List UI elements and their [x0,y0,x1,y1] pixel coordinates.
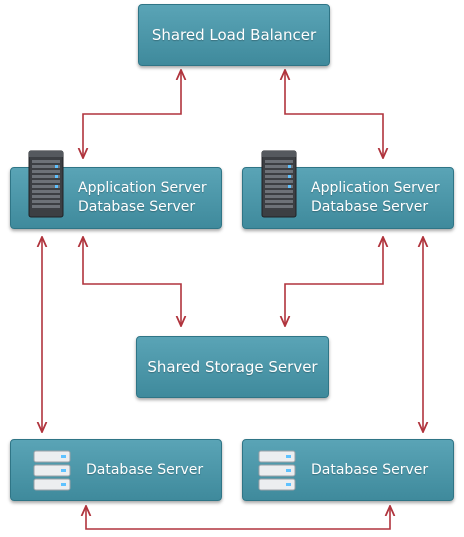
server-stack-icon [33,450,71,491]
app-server-left-label-line1: Application Server [78,180,207,196]
server-stack-icon [258,450,296,491]
connector-lb-to-app-left [83,70,181,158]
server-tower-icon [261,150,297,218]
load-balancer-node: Shared Load Balancer [138,4,330,66]
storage-server-node: Shared Storage Server [136,336,329,398]
app-server-right-label-line1: Application Server [311,180,440,196]
connector-db-left-to-db-right [86,506,390,530]
connector-app-left-to-storage [83,237,181,326]
db-server-right-label: Database Server [311,462,429,478]
server-tower-icon [28,150,64,218]
app-server-right-label-line2: Database Server [311,199,429,215]
app-server-left-node: Application Server Database Server [10,167,222,229]
app-server-left-label-line2: Database Server [78,199,196,215]
connector-app-right-to-storage [285,237,383,326]
app-server-right-node: Application Server Database Server [242,167,454,229]
storage-server-label: Shared Storage Server [147,358,318,376]
db-server-left-label: Database Server [86,462,204,478]
load-balancer-label: Shared Load Balancer [151,26,317,44]
connector-lb-to-app-right [285,70,383,158]
